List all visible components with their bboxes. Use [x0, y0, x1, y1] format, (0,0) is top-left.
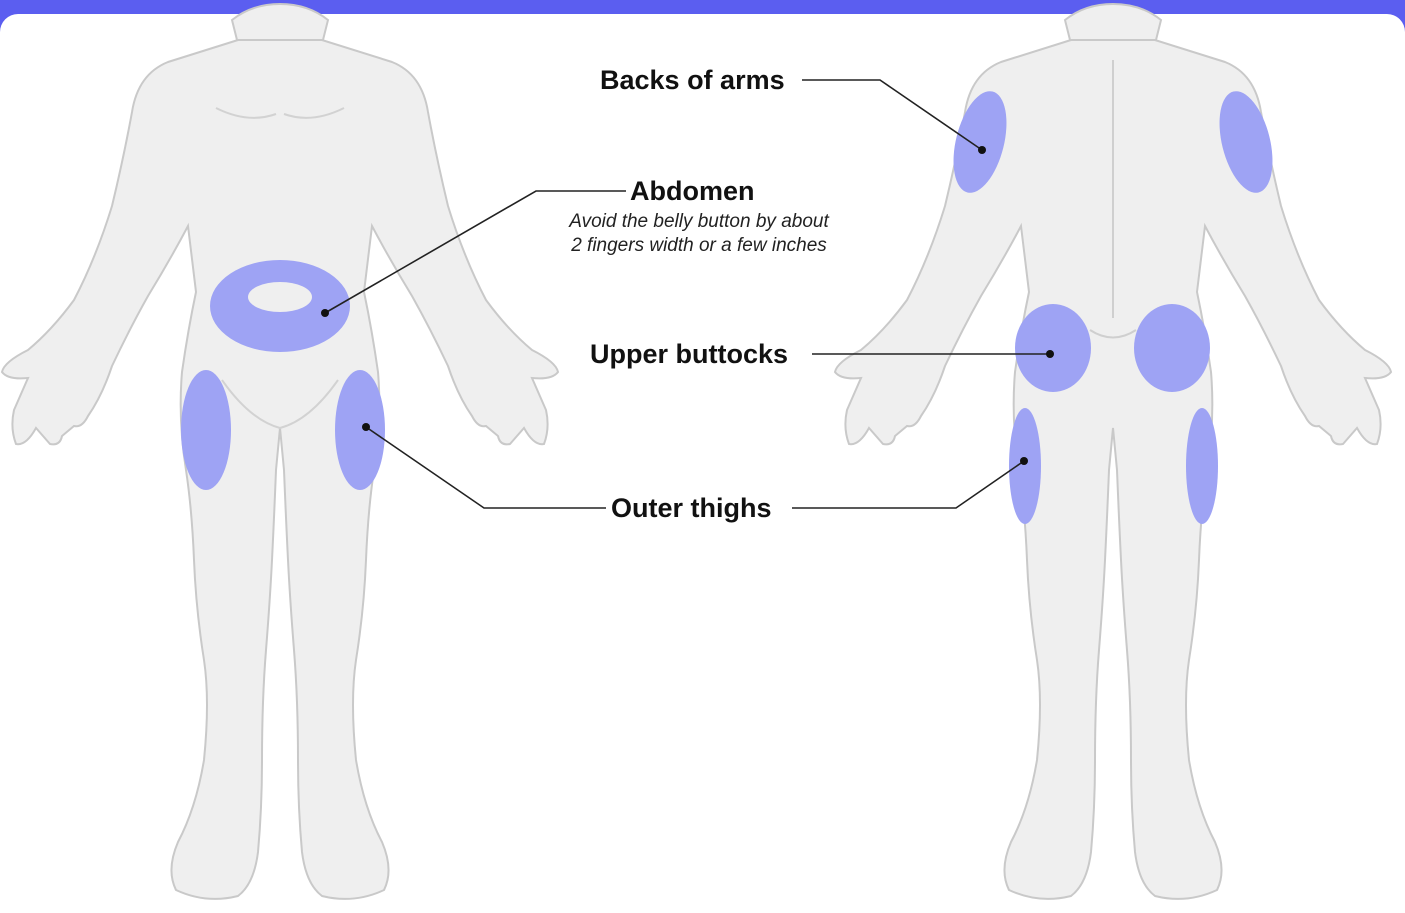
label-abdomen: Abdomen: [630, 176, 755, 206]
leader-outer-thighs-front: [365, 426, 606, 509]
site-front-left-thigh: [335, 370, 385, 490]
abdomen-note: Avoid the belly button by about 2 finger…: [540, 210, 858, 258]
site-back-right-buttock: [1134, 304, 1210, 392]
site-back-left-thigh: [1009, 408, 1041, 524]
abdomen-note-line-1: Avoid the belly button by about: [569, 211, 829, 232]
leader-backs-of-arms: [802, 79, 983, 151]
site-back-right-arm: [1219, 91, 1273, 193]
leader-dots: [321, 146, 1054, 465]
label-outer-thighs: Outer thighs: [611, 493, 772, 523]
abdomen-note-line-2: 2 fingers width or a few inches: [571, 235, 827, 256]
site-back-left-arm: [953, 91, 1007, 193]
leader-outer-thighs-back: [792, 460, 1025, 509]
injection-sites: [181, 91, 1273, 524]
site-back-right-thigh: [1186, 408, 1218, 524]
back-body-figure: [834, 3, 1392, 900]
site-abdomen: [210, 260, 350, 352]
front-body-figure: [1, 3, 559, 900]
site-back-left-buttock: [1015, 304, 1091, 392]
leader-abdomen: [324, 190, 626, 314]
site-front-right-thigh: [181, 370, 231, 490]
leader-lines: [324, 79, 1050, 509]
label-backs-of-arms: Backs of arms: [600, 65, 785, 95]
label-upper-buttocks: Upper buttocks: [590, 339, 789, 369]
